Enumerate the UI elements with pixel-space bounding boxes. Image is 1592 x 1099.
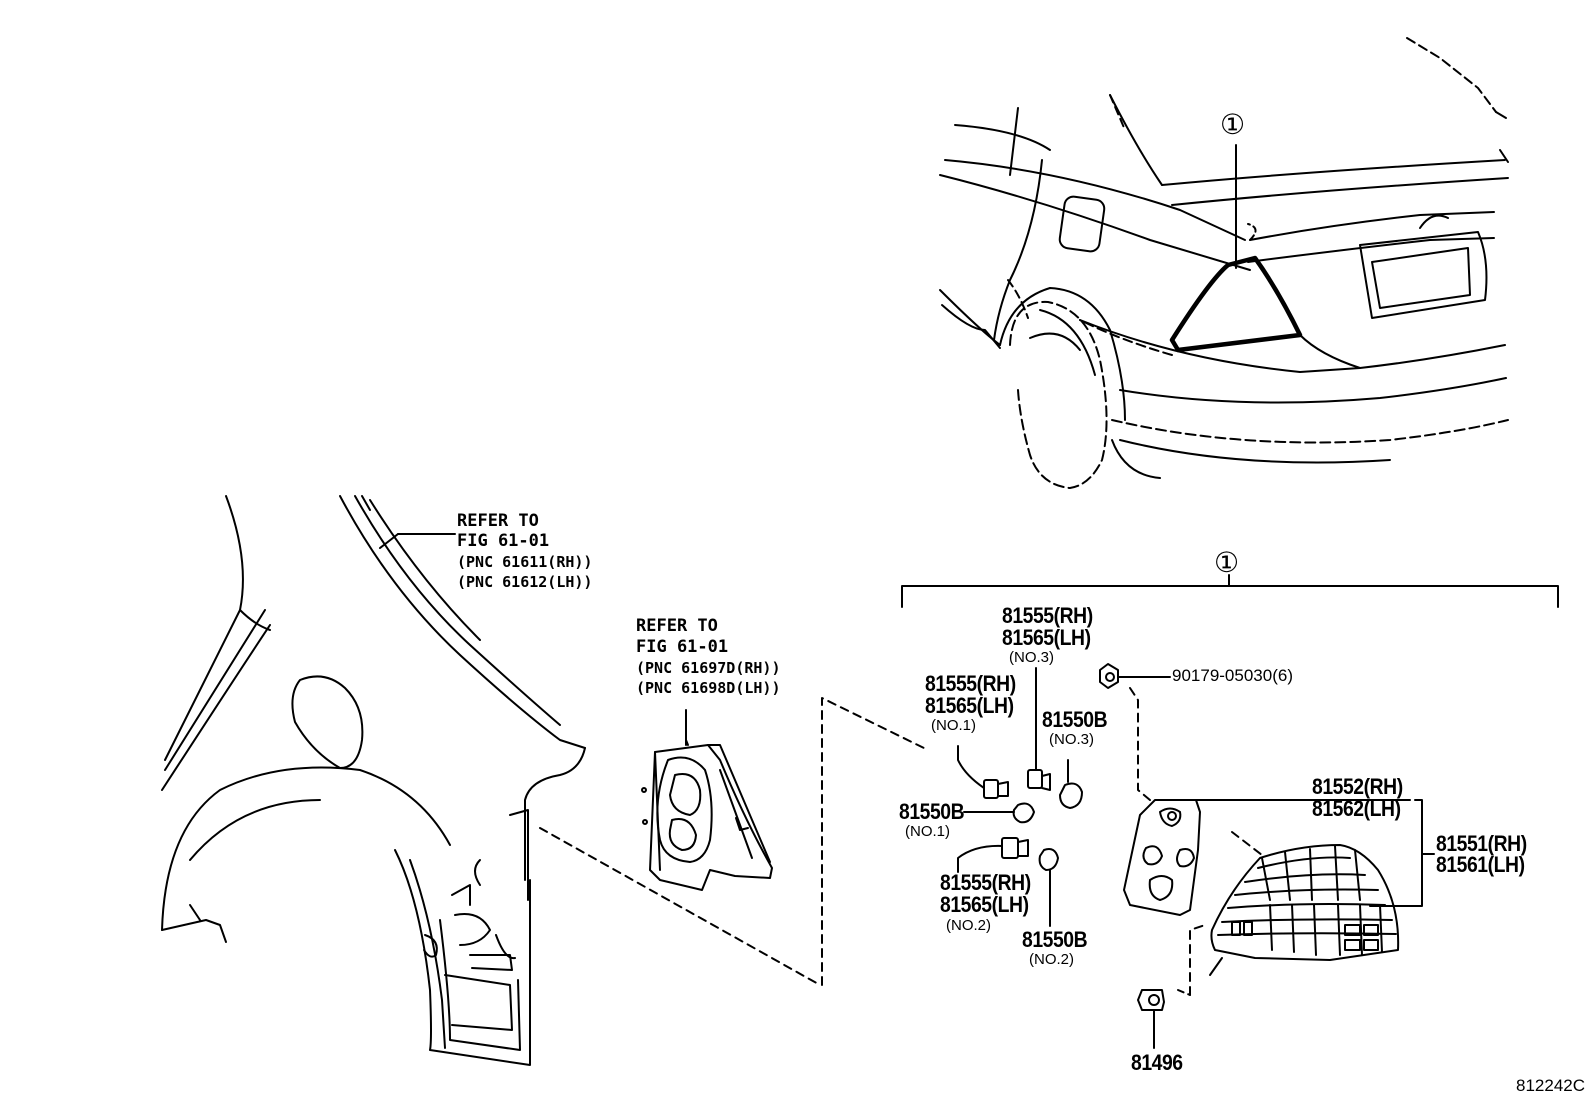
label-socket-no3-lh: 81565(LH) — [1002, 625, 1091, 650]
refer-quarter-line2: FIG 61-01 — [457, 531, 550, 551]
label-bulb-no1-note: (NO.1) — [905, 823, 950, 840]
lamp-assembly — [1209, 844, 1400, 976]
label-socket-no1-rh: 81555(RH) — [925, 671, 1016, 696]
label-bulb-no3: 81550B — [1042, 707, 1108, 732]
label-bulb-no1: 81550B — [899, 799, 965, 824]
label-socket-no2-note: (NO.2) — [946, 917, 991, 934]
refer-quarter-line1: REFER TO — [457, 511, 539, 531]
socket-no2 — [957, 837, 1029, 873]
label-socket-no2-lh: 81565(LH) — [940, 892, 1029, 917]
refer-panel-line1: REFER TO — [636, 616, 718, 636]
label-nut: 90179-05030(6) — [1172, 666, 1293, 685]
label-gasket-lh: 81562(LH) — [1312, 796, 1401, 821]
label-socket-no3-rh: 81555(RH) — [1002, 603, 1093, 628]
refer-panel-line4: (PNC 61698D(LH)) — [636, 679, 781, 697]
quarter-panel — [161, 495, 586, 1066]
label-socket-no1-lh: 81565(LH) — [925, 693, 1014, 718]
label-socket-no3-note: (NO.3) — [1009, 649, 1054, 666]
gasket — [1123, 799, 1411, 916]
car-rear-view — [939, 37, 1509, 489]
refer-panel-line2: FIG 61-01 — [636, 637, 729, 657]
refer-quarter-line3: (PNC 61611(RH)) — [457, 553, 593, 571]
callout-1-bracket: ① — [1214, 546, 1240, 579]
label-bulb-no2-note: (NO.2) — [1029, 951, 1074, 968]
figure-code: 812242C — [1516, 1076, 1586, 1095]
bulb-no2 — [1038, 848, 1059, 927]
refer-panel-line3: (PNC 61697D(RH)) — [636, 659, 781, 677]
socket-no1 — [957, 745, 1009, 799]
refer-quarter-line4: (PNC 61612(LH)) — [457, 573, 593, 591]
label-socket-no1-note: (NO.1) — [931, 717, 976, 734]
label-bulb-no2: 81550B — [1022, 927, 1088, 952]
screw — [1137, 924, 1206, 1049]
label-lamp-rh: 81551(RH) — [1436, 831, 1527, 856]
callout-1-car: ① — [1220, 108, 1246, 141]
label-gasket-rh: 81552(RH) — [1312, 774, 1403, 799]
label-screw: 81496 — [1131, 1050, 1183, 1075]
bulb-no1 — [971, 802, 1035, 824]
label-lamp-lh: 81561(LH) — [1436, 852, 1525, 877]
nut — [1099, 663, 1171, 801]
label-socket-no2-rh: 81555(RH) — [940, 870, 1031, 895]
label-bulb-no3-note: (NO.3) — [1049, 731, 1094, 748]
back-panel — [641, 709, 773, 891]
socket-no3 — [1027, 667, 1051, 791]
bulb-no3 — [1059, 759, 1083, 809]
